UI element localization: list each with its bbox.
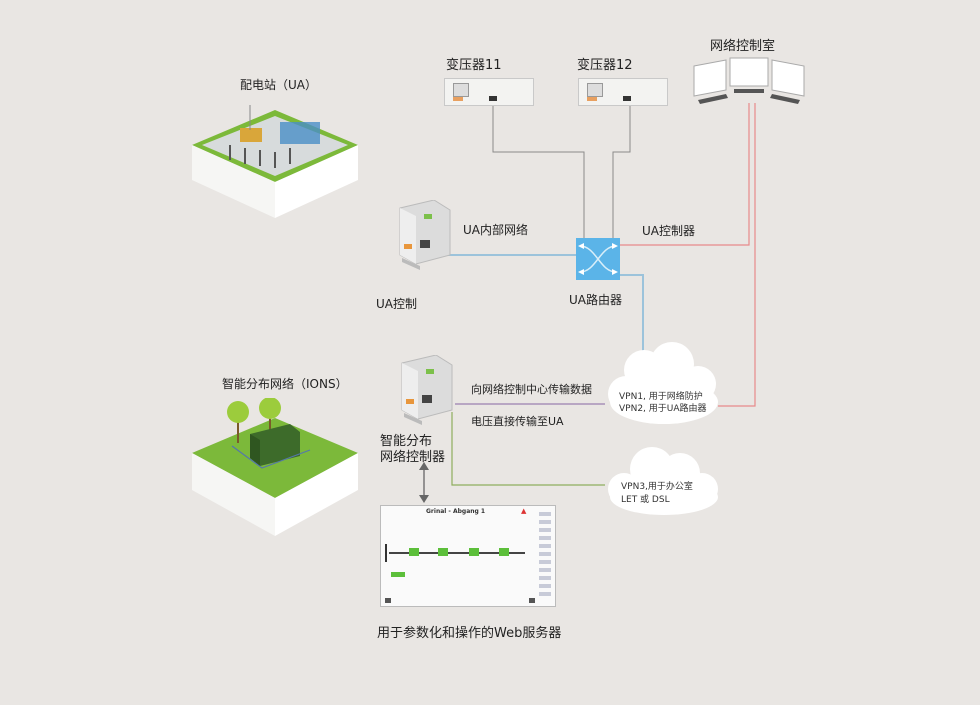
- ua-control-label: UA控制: [376, 297, 417, 311]
- line-transformer11-router: [492, 105, 585, 238]
- monitor-right-icon: [771, 59, 805, 97]
- cloud-vpn3-line2: LET 或 DSL: [621, 495, 670, 505]
- cloud-vpn3-line1: VPN3,用于办公室: [621, 482, 693, 492]
- arrow-down-icon: [419, 495, 429, 503]
- warning-icon: ▲: [521, 507, 527, 515]
- monitor-left-icon: [693, 59, 727, 97]
- ions-controller-device[interactable]: [392, 354, 454, 425]
- cloud-icon: [608, 447, 718, 515]
- ions-illustration: [190, 397, 360, 538]
- substation-label: 配电站（UA）: [240, 78, 317, 92]
- transformer12-label: 变压器12: [577, 58, 633, 73]
- transformer11-device[interactable]: [444, 78, 534, 106]
- ua-internal-network-label: UA内部网络: [463, 223, 528, 237]
- line-controlroom-router: [620, 103, 750, 246]
- transformer11-label: 变压器11: [446, 58, 502, 73]
- ions-label: 智能分布网络（IONS）: [222, 377, 348, 391]
- link-voltage-to-ua-label: 电压直接传输至UA: [471, 415, 564, 428]
- cloud-vpn12-line2: VPN2, 用于UA路由器: [619, 404, 707, 414]
- web-server-caption: 用于参数化和操作的Web服务器: [377, 626, 562, 641]
- cloud-vpn12: [604, 340, 722, 428]
- ua-control-link-label: UA控制器: [642, 224, 695, 238]
- ua-router[interactable]: [576, 238, 620, 280]
- cloud-vpn3: [604, 445, 722, 517]
- line-controlroom-cloud: [718, 103, 756, 407]
- tree-icon: [227, 401, 249, 423]
- cloud-icon: [608, 342, 718, 424]
- cloud-vpn12-line1: VPN1, 用于网络防护: [619, 392, 703, 402]
- control-room-label: 网络控制室: [710, 39, 776, 54]
- link-to-control-center-label: 向网络控制中心传输数据: [471, 383, 592, 396]
- ions-controller-label-line1: 智能分布: [380, 434, 433, 449]
- web-server-screen[interactable]: Grinal - Abgang 1 ▲: [380, 505, 556, 607]
- control-room-monitors[interactable]: [690, 56, 808, 106]
- router-crossing-arrows-icon: [578, 243, 618, 275]
- ua-router-label: UA路由器: [569, 293, 622, 307]
- line-transformer12-router: [612, 105, 631, 238]
- arrow-up-icon: [419, 462, 429, 470]
- transformer12-device[interactable]: [578, 78, 668, 106]
- substation-illustration: [190, 100, 360, 220]
- monitor-center-icon: [729, 57, 769, 87]
- screen-title: Grinal - Abgang 1: [426, 508, 486, 515]
- line-ions-cloud-vpn3: [451, 412, 605, 486]
- ua-controller-device[interactable]: [390, 199, 452, 270]
- ions-controller-label-line2: 网络控制器: [380, 450, 446, 465]
- tree-icon: [259, 397, 281, 419]
- line-router-cloud: [620, 274, 644, 355]
